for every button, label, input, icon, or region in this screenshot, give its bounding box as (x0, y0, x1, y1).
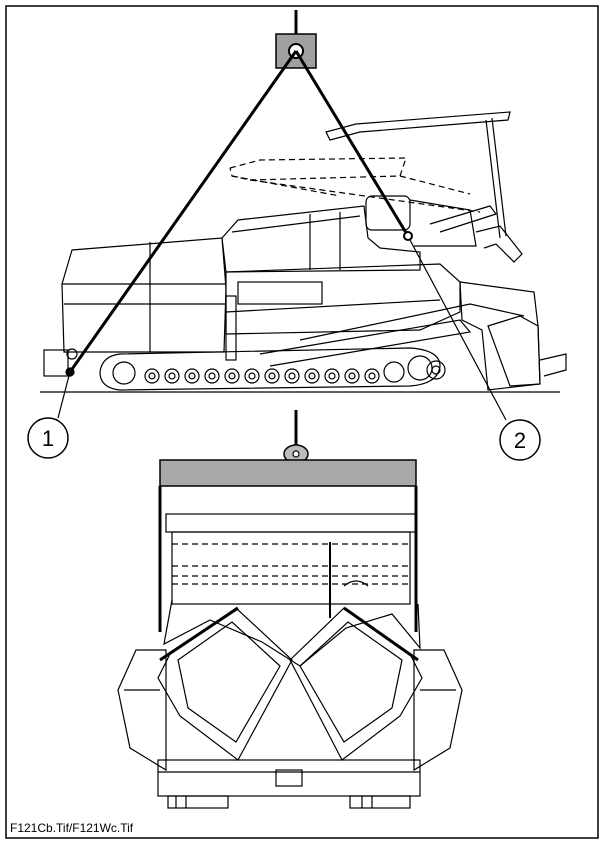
rear-screed-base (157, 759, 421, 797)
left-side-wall (117, 649, 167, 772)
rear-hook-hole (292, 450, 300, 458)
callout-1: 1 (27, 417, 69, 459)
screed-foot-right (349, 795, 411, 809)
seat-back (409, 199, 477, 247)
canopy-lowered-dashed (229, 157, 407, 181)
canopy-roof (325, 111, 511, 141)
engine-hood (221, 205, 421, 273)
left-chain (159, 606, 239, 662)
dashed-frame-1 (231, 175, 341, 197)
dashed-frame-2 (249, 179, 481, 213)
screed-center-block (275, 769, 303, 787)
callout-1-leader (57, 371, 71, 419)
dashed-frame-3 (399, 175, 471, 195)
crawler-track (99, 347, 441, 391)
canopy-post-rear (485, 119, 501, 239)
callout-1-label: 1 (42, 426, 54, 451)
canopy-post-rear-2 (491, 117, 507, 237)
operator-seat (365, 195, 411, 231)
rear-roof (165, 513, 417, 533)
hood-line (231, 215, 361, 233)
hopper (61, 237, 227, 353)
left-track-block (157, 607, 293, 761)
control-column (225, 295, 237, 361)
right-side-wall (413, 649, 463, 772)
rear-seat-top (343, 580, 369, 587)
chassis-line-1 (225, 299, 441, 313)
paver-rear-view (117, 410, 463, 809)
steering-rail (429, 205, 497, 233)
rear-cab (171, 531, 411, 605)
console-rail (475, 225, 523, 263)
spreader-beam (159, 459, 417, 487)
rear-lifting-point (403, 231, 413, 241)
right-chain (343, 606, 419, 662)
callout-2-label: 2 (514, 428, 526, 453)
lifting-chain-rear (294, 50, 410, 237)
push-roller-mount (43, 349, 69, 377)
screed-plate (487, 315, 541, 387)
push-roller (66, 348, 78, 360)
screed-arm-upper (299, 303, 525, 341)
screed-step (539, 353, 567, 377)
lifting-chain-front (68, 50, 298, 373)
screed-rear (459, 281, 541, 391)
diagram-border (5, 5, 599, 839)
paver-side-view (40, 10, 567, 421)
side-panel-window (237, 281, 323, 305)
main-chassis (225, 263, 461, 335)
callout-2-leader (409, 239, 507, 421)
left-track-inner (177, 621, 281, 743)
image-caption: F121Cb.Tif/F121Wc.Tif (10, 821, 134, 835)
right-track-inner (299, 621, 403, 743)
callout-2: 2 (499, 419, 541, 461)
screed-foot-left (167, 795, 229, 809)
track-rollers (112, 355, 446, 385)
